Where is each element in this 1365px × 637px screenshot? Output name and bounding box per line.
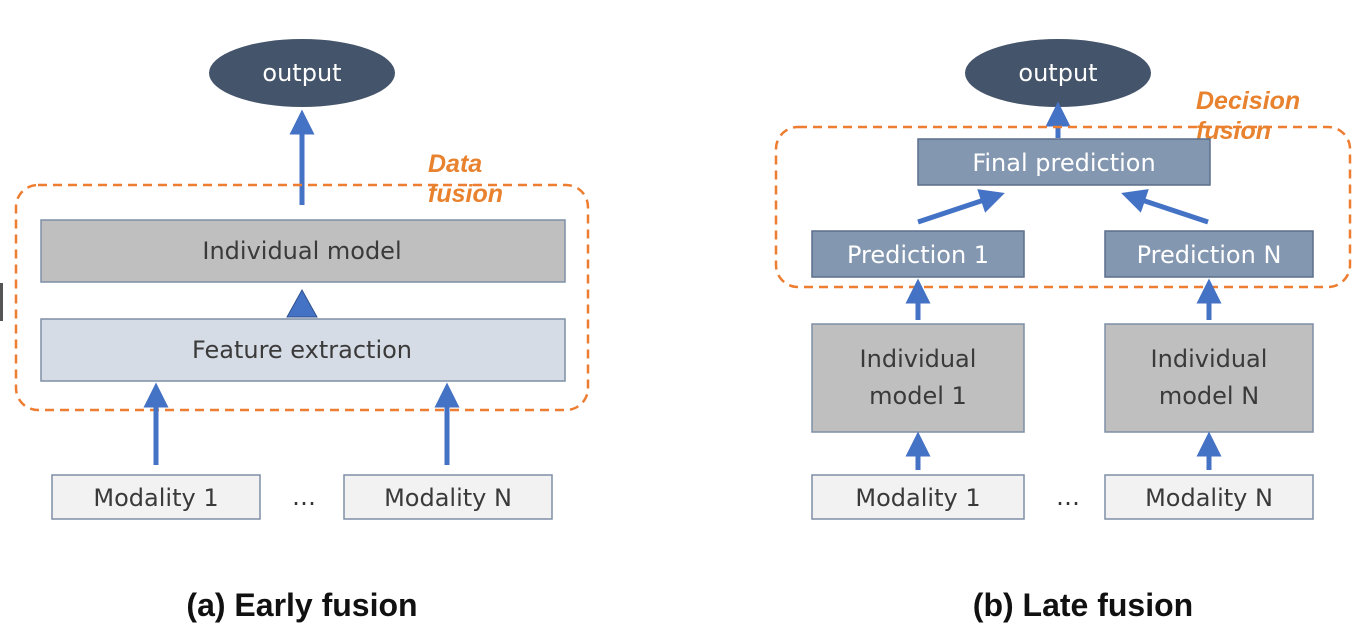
individual-model1-box	[811, 323, 1025, 433]
early-individual-model-box	[40, 219, 566, 283]
late-arrow-pred1-to-final	[917, 189, 1005, 225]
edge-marker	[0, 283, 3, 321]
decision-fusion-label-line1: Decision	[1196, 87, 1300, 115]
final-prediction-label: Final prediction	[972, 149, 1155, 177]
early-output-oval	[209, 39, 395, 107]
prediction1-box	[811, 230, 1025, 278]
feature-extraction-box	[40, 318, 566, 382]
early-fusion-panel: output Data fusion Individual model Feat…	[14, 39, 590, 623]
early-modality1-box	[51, 474, 261, 520]
individual-model1-label-line1: Individual	[860, 345, 977, 373]
late-output-oval	[965, 39, 1151, 107]
early-output-label: output	[262, 59, 341, 87]
data-fusion-label-line2: fusion	[428, 180, 503, 208]
early-ellipsis: …	[292, 483, 316, 511]
decision-fusion-region	[774, 125, 1352, 289]
late-modality1-label: Modality 1	[855, 484, 980, 512]
data-fusion-label-line1: Data	[428, 150, 482, 178]
late-modalityN-box	[1104, 474, 1314, 520]
individual-model1-label-line2: model 1	[869, 382, 967, 410]
late-fusion-panel: output Decision fusion Final prediction …	[774, 39, 1352, 623]
late-output-label: output	[1018, 59, 1097, 87]
early-modalityN-box	[343, 474, 553, 520]
individual-modelN-box	[1104, 323, 1314, 433]
individual-modelN-label-line2: model N	[1159, 382, 1259, 410]
late-ellipsis: …	[1056, 483, 1080, 511]
early-individual-model-label: Individual model	[202, 237, 401, 265]
prediction1-label: Prediction 1	[847, 241, 989, 269]
early-triangle-arrow	[286, 288, 318, 318]
predictionN-box	[1104, 230, 1314, 278]
late-modality1-box	[811, 474, 1025, 520]
early-fusion-caption: (a) Early fusion	[186, 587, 417, 623]
predictionN-label: Prediction N	[1137, 241, 1282, 269]
late-fusion-caption: (b) Late fusion	[973, 587, 1193, 623]
data-fusion-region	[14, 183, 590, 412]
early-modality1-label: Modality 1	[93, 484, 218, 512]
individual-modelN-label-line1: Individual	[1151, 345, 1268, 373]
feature-extraction-label: Feature extraction	[192, 336, 412, 364]
late-arrow-predN-to-final	[1121, 189, 1209, 225]
early-modalityN-label: Modality N	[384, 484, 512, 512]
final-prediction-box	[917, 138, 1211, 186]
late-modalityN-label: Modality N	[1145, 484, 1273, 512]
